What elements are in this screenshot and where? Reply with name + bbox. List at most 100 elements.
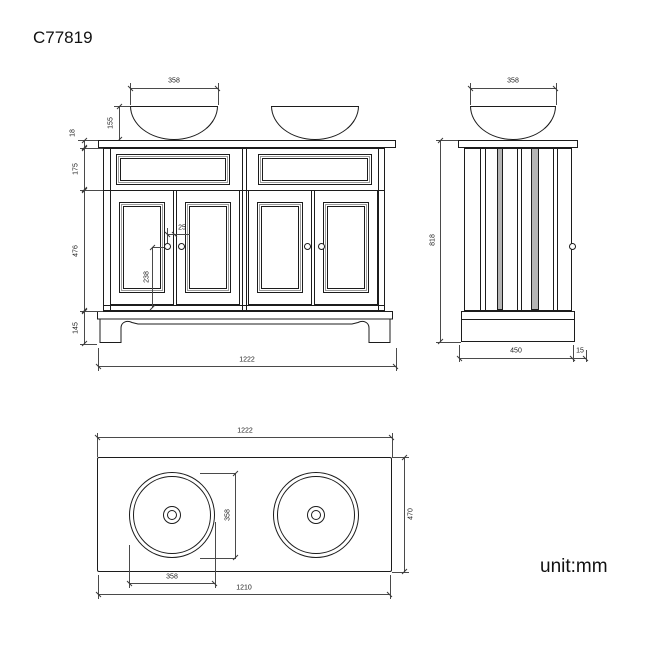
unit-label: unit:mm xyxy=(540,556,608,577)
dim-line-basin-width xyxy=(127,85,221,92)
dim-line-overhang xyxy=(573,355,589,362)
dim-line-basin-width xyxy=(467,85,559,92)
plan-right-drain-inner xyxy=(311,510,321,520)
plan-base-width-label: 1210 xyxy=(236,584,252,592)
ext-line xyxy=(215,522,216,588)
slat-line xyxy=(480,148,481,310)
door-knob xyxy=(178,243,185,250)
slat-strip xyxy=(531,148,539,310)
dim-line-depth xyxy=(456,355,576,362)
front-plinth xyxy=(97,311,393,343)
front-left-basin xyxy=(130,106,218,140)
slat-line xyxy=(485,148,486,310)
ext-line xyxy=(573,345,574,362)
slat-strip xyxy=(497,148,503,310)
plan-basin-diameter-h-label: 358 xyxy=(166,573,178,581)
ext-line xyxy=(152,247,164,248)
ext-line xyxy=(129,545,130,588)
ext-line xyxy=(114,106,130,107)
front-plinth-height-label: 145 xyxy=(72,322,80,334)
plan-right-basin-outer xyxy=(273,472,359,558)
slat-line xyxy=(521,148,522,310)
dim-line-worktop-depth xyxy=(401,454,408,575)
side-overall-height-label: 818 xyxy=(429,234,437,246)
door-2 xyxy=(176,190,240,305)
frieze-panel-left xyxy=(116,154,230,185)
center-divider-line xyxy=(246,148,247,311)
center-divider-line xyxy=(242,148,243,311)
plan-left-drain-inner xyxy=(167,510,177,520)
ext-line xyxy=(392,457,409,458)
door-4-panel xyxy=(323,202,369,293)
ext-line xyxy=(556,83,557,105)
front-frieze-height-label: 175 xyxy=(72,163,80,175)
ext-line xyxy=(130,83,131,105)
side-overhang-label: 15 xyxy=(576,347,584,355)
door-knob xyxy=(318,243,325,250)
ext-line xyxy=(459,345,460,362)
door-1 xyxy=(110,190,174,305)
plinth-band-line xyxy=(462,319,574,320)
ext-line xyxy=(390,575,391,599)
dim-line-handle-height xyxy=(149,244,156,311)
ext-line xyxy=(200,473,236,474)
dim-line-overall-width xyxy=(95,363,399,370)
side-basin xyxy=(470,106,556,140)
slat-line xyxy=(517,148,518,310)
front-handle-offset-label: 25 xyxy=(178,224,186,232)
ext-line xyxy=(80,344,97,345)
side-worktop xyxy=(458,140,578,148)
side-depth-label: 450 xyxy=(510,347,522,355)
door-3-panel xyxy=(257,202,303,293)
dim-line-worktop-width xyxy=(94,434,395,441)
door-2-panel xyxy=(185,202,231,293)
ext-line xyxy=(392,433,393,457)
door-knob xyxy=(304,243,311,250)
plan-basin-diameter-v-label: 358 xyxy=(224,509,232,521)
ext-line xyxy=(396,348,397,371)
ext-line xyxy=(80,190,103,191)
front-right-basin xyxy=(271,106,359,140)
front-basin-width-label: 358 xyxy=(168,77,180,85)
front-overall-width-label: 1222 xyxy=(239,356,255,364)
dim-line-plinth-height xyxy=(81,308,88,347)
dim-line-base-width xyxy=(95,591,393,598)
plan-right-drain-outer xyxy=(307,506,325,524)
ext-line xyxy=(98,348,99,371)
front-door-height-label: 476 xyxy=(72,245,80,257)
plan-left-basin-inner xyxy=(133,476,211,554)
dim-line-basin-diameter-h xyxy=(126,580,218,587)
front-worktop xyxy=(98,140,396,148)
ext-line xyxy=(470,83,471,105)
plan-worktop-depth-label: 470 xyxy=(407,508,415,520)
dim-line-frieze-height xyxy=(81,145,88,193)
ext-line xyxy=(586,350,587,362)
dim-line-basin-diameter-v xyxy=(232,470,239,561)
door-3 xyxy=(248,190,312,305)
ext-line xyxy=(392,572,409,573)
ext-line xyxy=(436,140,458,141)
dim-line-worktop-thickness xyxy=(81,137,88,151)
ext-line xyxy=(78,140,98,141)
dim-line-basin-height xyxy=(116,103,123,143)
ext-line xyxy=(218,83,219,105)
side-door-knob xyxy=(569,243,576,250)
ext-line xyxy=(200,558,236,559)
dim-line-door-height xyxy=(81,187,88,314)
ext-line xyxy=(80,311,103,312)
dim-line-overall-height xyxy=(437,137,444,345)
frieze-panel-right xyxy=(258,154,372,185)
plan-left-basin-outer xyxy=(129,472,215,558)
stile-line xyxy=(378,148,379,311)
rail-line xyxy=(104,305,384,306)
front-handle-height-label: 238 xyxy=(143,271,151,283)
dim-line-handle-offset xyxy=(164,231,190,238)
side-plinth xyxy=(461,311,575,342)
drawing-code: C77819 xyxy=(33,28,93,47)
plan-left-drain-outer xyxy=(163,506,181,524)
ext-line xyxy=(436,342,461,343)
rail-line xyxy=(104,190,384,191)
front-worktop-thickness-label: 18 xyxy=(69,129,77,137)
door-knob xyxy=(164,243,171,250)
